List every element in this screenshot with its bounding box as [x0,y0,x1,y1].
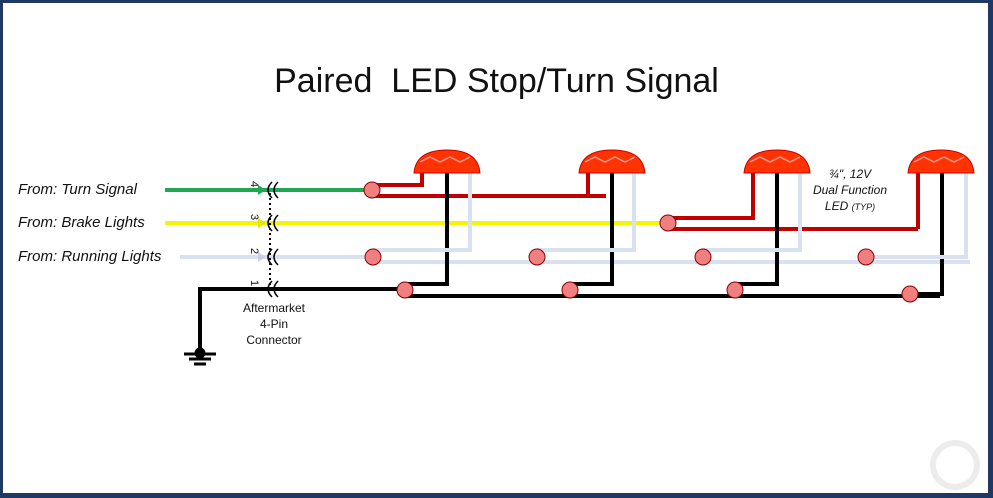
led-note-line: ¾", 12V [828,167,872,181]
junction-dot [561,281,579,299]
diagram-title: Paired LED Stop/Turn Signal [274,62,719,100]
junction-dot [857,248,875,266]
pin-2-label: 2 [248,247,261,255]
junction-dot [364,248,382,266]
led-lamp-3 [668,149,811,286]
led-note-typ: (TYP) [851,202,876,212]
diagram-canvas [3,3,988,493]
connector-contacts [267,181,279,298]
ground-wire [198,287,405,355]
junction-dot [363,181,381,199]
pin-1-label: 1 [248,279,261,287]
led-lamp-2 [537,149,646,286]
label-turn-signal: From: Turn Signal [18,181,137,198]
junction-dot [659,214,677,232]
led-note-line: LED [824,199,849,213]
led-lamp-1 [372,149,481,286]
led-lamp-4 [866,149,975,296]
pin-3-label: 3 [248,213,261,221]
junction-dot [528,248,546,266]
led-lamp-icon [578,149,646,174]
connector-caption-line: 4-Pin [259,317,288,331]
connector-caption-line: Connector [246,333,302,347]
junction-dot [726,281,744,299]
led-note-line: Dual Function [812,183,888,197]
pin-4-label: 4 [248,180,261,188]
junction-dot [694,248,712,266]
junction-dot [396,281,414,299]
led-lamp-icon [743,149,811,174]
label-brake-lights: From: Brake Lights [18,214,145,231]
watermark-logo-icon [930,440,980,490]
connector-caption-line: Aftermarket [242,301,305,315]
led-lamp-icon [907,149,975,174]
arrow-icon [258,252,266,262]
junction-dots [363,181,919,303]
arrow-icon [258,218,266,228]
led-lamp-icon [413,149,481,174]
led-note: ¾", 12V Dual Function LED (TYP) [800,166,900,215]
label-running-lights: From: Running Lights [18,248,162,265]
ground-symbol-icon [184,347,216,366]
arrow-icon [258,185,266,195]
junction-dot [901,285,919,303]
connector-caption: Aftermarket 4-Pin Connector [232,300,316,348]
